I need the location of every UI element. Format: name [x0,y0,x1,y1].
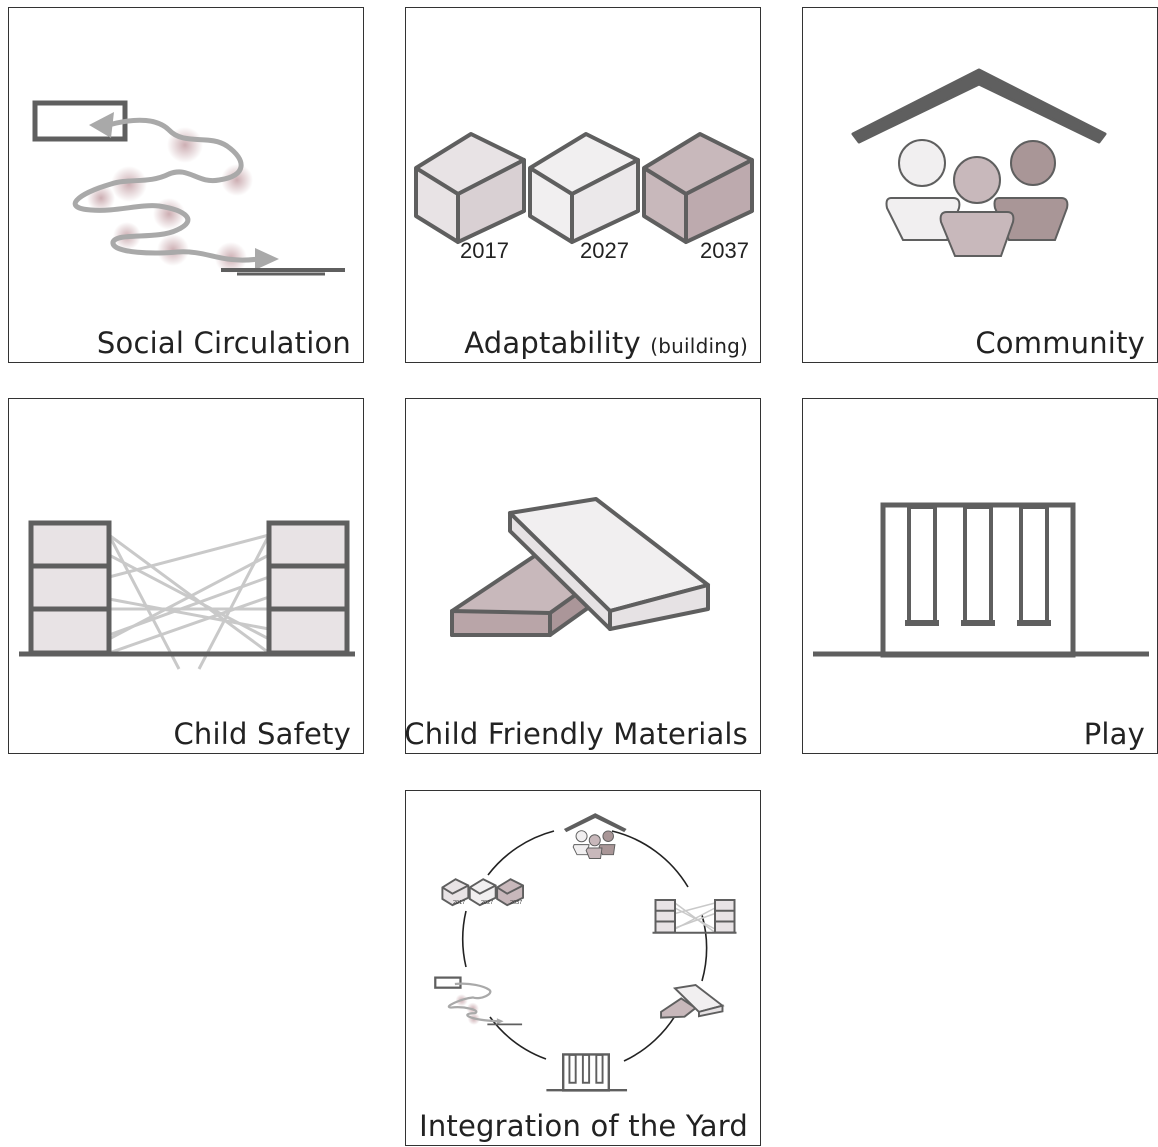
panel-label: Play [1083,717,1145,751]
community-house-icon [851,68,1107,257]
year-label: 2027 [580,238,629,263]
child-safety-icon [19,520,355,670]
panel-play: Play [802,398,1158,754]
panel-adaptability: 2017 2027 2037 Adaptability (building) [405,7,761,363]
panel-label: Social Circulation [96,326,351,360]
panel-label-main: Adaptability [464,326,641,360]
mini-adaptability-icon [441,878,525,907]
panel-label: Integration of the Yard [419,1109,748,1143]
mini-community-icon [563,813,627,860]
mini-social-circulation-icon [434,976,523,1026]
panel-child-friendly-materials: Child Friendly Materials [404,398,761,754]
panel-social-circulation: Social Circulation [8,7,364,363]
year-label: 2037 [700,238,749,263]
social-circulation-icon [32,100,345,276]
mini-year-label: 2037 [510,900,522,906]
material-slabs-icon [450,497,710,637]
panel-label: Child Safety [173,717,351,751]
panel-child-safety: Child Safety [8,398,364,754]
integration-cycle-diagram: 2017 2027 2037 [434,813,737,1092]
mini-child-safety-icon [652,899,737,934]
mini-year-label: 2017 [453,900,465,906]
mini-year-label: 2027 [481,900,493,906]
mini-materials-icon [660,983,725,1019]
panel-label: Community [975,326,1145,360]
panel-label: Adaptability (building) [464,326,748,360]
panel-community: Community [802,7,1158,363]
swing-set-icon [813,502,1149,658]
building-blocks-icon: 2017 2027 2037 [414,132,754,263]
year-label: 2017 [460,238,509,263]
panel-label-sub: (building) [650,334,748,358]
panel-integration-of-the-yard: 2017 2027 2037 Integration of the Yard [405,790,761,1146]
panel-label: Child Friendly Materials [404,717,748,751]
mini-play-icon [546,1053,628,1092]
